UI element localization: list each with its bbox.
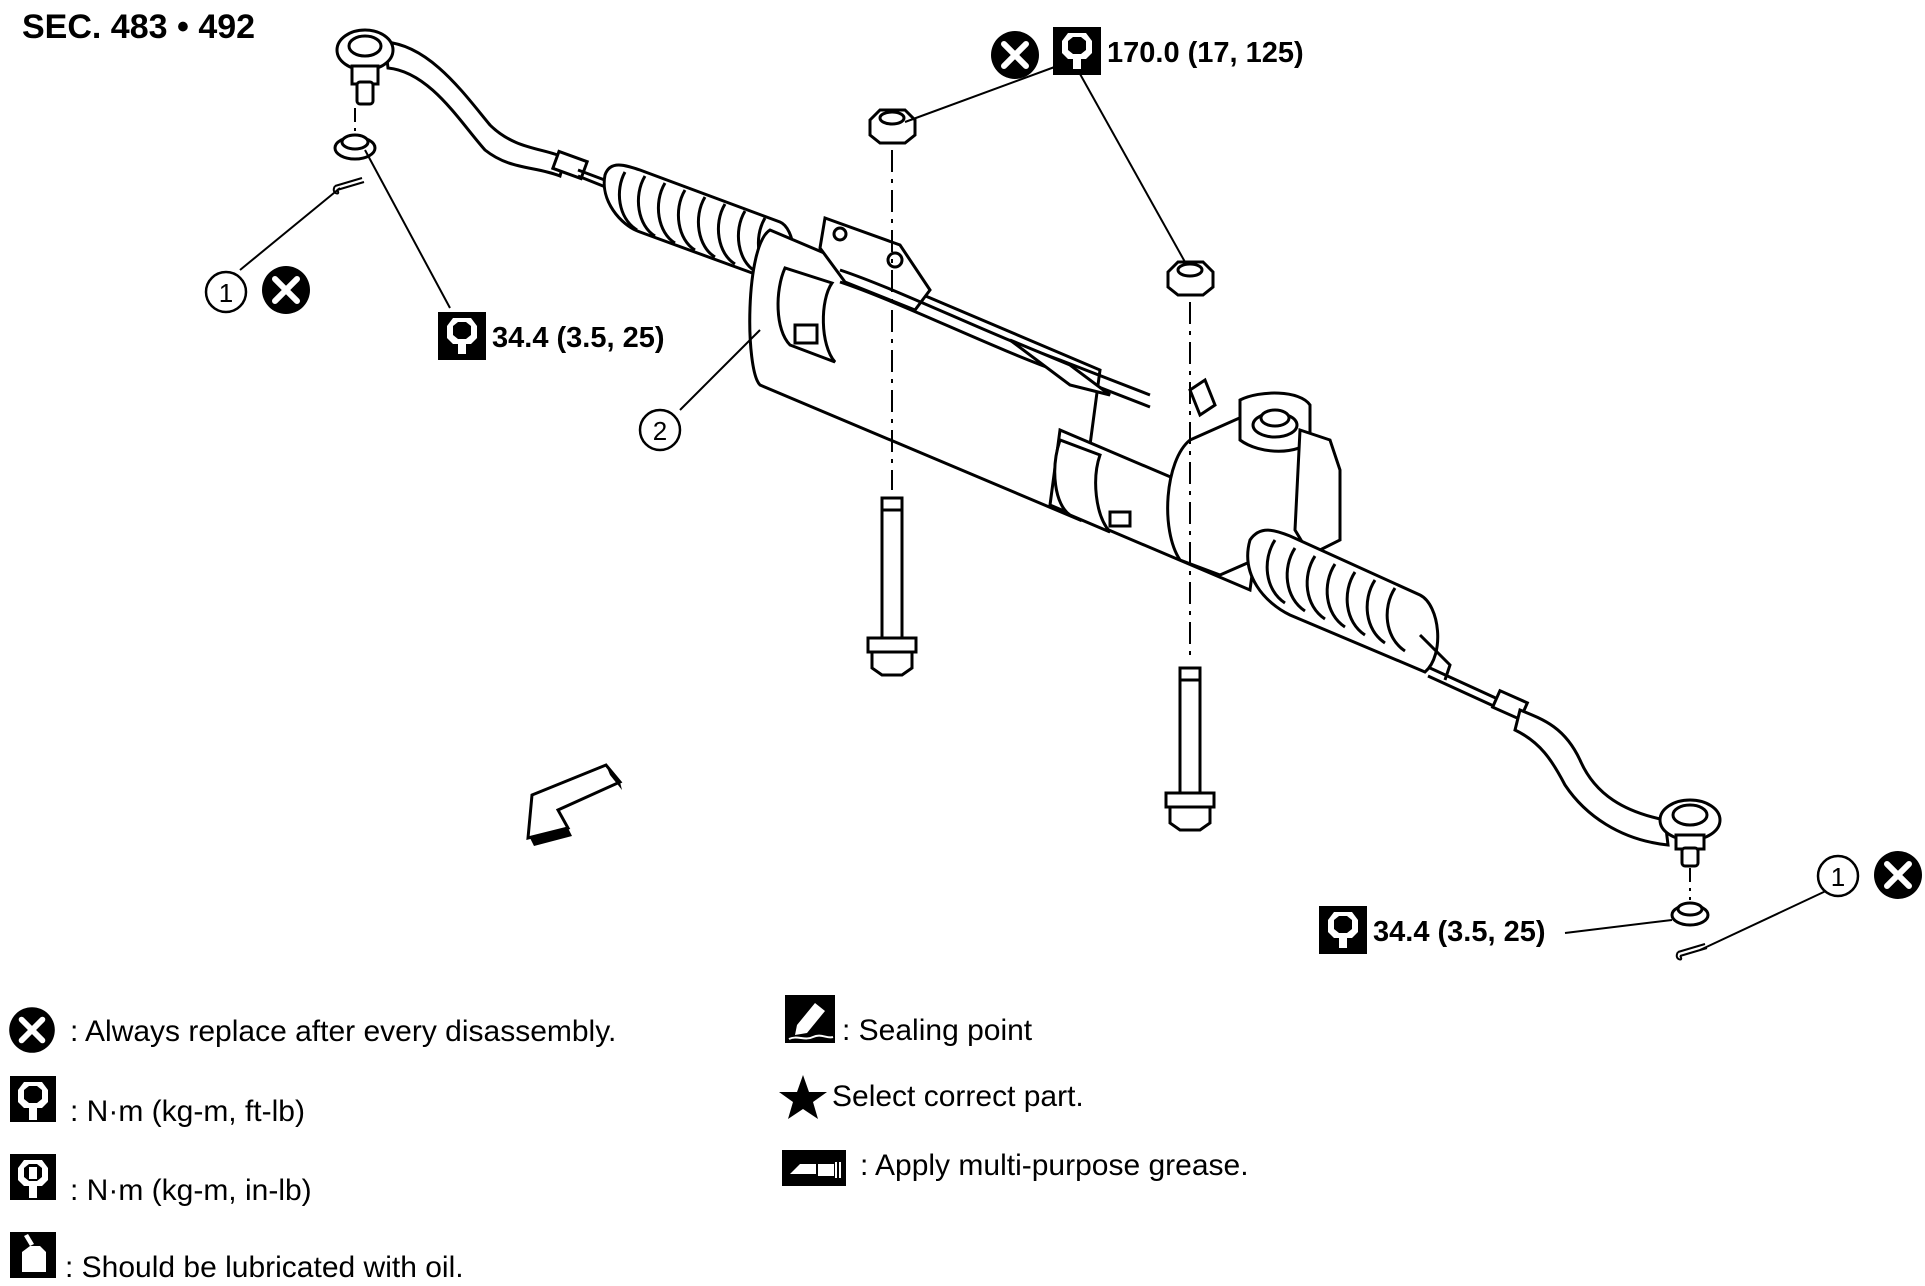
legend-replace-text: : Always replace after every disassembly… — [70, 1015, 616, 1048]
mounting-bolt-left — [866, 496, 918, 677]
torque-icon-right — [1319, 906, 1367, 954]
right-cotter-pin — [1675, 943, 1708, 961]
legend-star-icon — [779, 1075, 827, 1119]
legend-replace-icon — [9, 1007, 55, 1053]
legend: : Always replace after every disassembly… — [9, 995, 1249, 1284]
top-nut-torque-value: 170.0 (17, 125) — [1107, 37, 1304, 69]
part-2-marker — [638, 408, 682, 452]
right-ball-stud-nut — [1670, 901, 1710, 927]
legend-torque-ftlb-text: : N·m (kg-m, ft-lb) — [70, 1095, 305, 1128]
left-boot — [602, 163, 796, 287]
legend-oil-text: : Should be lubricated with oil. — [65, 1251, 464, 1284]
left-cotter-pin — [332, 177, 365, 195]
legend-sealing-text: : Sealing point — [842, 1014, 1033, 1047]
right-nut-torque-value: 34.4 (3.5, 25) — [1373, 916, 1546, 948]
legend-sealing-icon — [785, 995, 835, 1043]
torque-icon-top — [1053, 27, 1101, 75]
right-tie-rod-end — [1427, 666, 1722, 868]
mounting-nut-right — [1166, 260, 1215, 297]
replace-icon-left — [262, 266, 310, 314]
legend-grease-icon — [782, 1150, 846, 1186]
leader-lines — [239, 64, 1829, 951]
legend-torque-inlb-text: : N·m (kg-m, in-lb) — [70, 1174, 312, 1207]
left-ball-stud-nut — [333, 133, 377, 161]
left-nut-torque-value: 34.4 (3.5, 25) — [492, 322, 665, 354]
part-2-number: 2 — [653, 416, 667, 446]
replace-icon-top — [991, 31, 1039, 79]
mounting-nut-left — [868, 108, 917, 145]
part-1-left-marker — [204, 270, 248, 314]
right-boot — [1246, 528, 1452, 681]
legend-grease-text: : Apply multi-purpose grease. — [860, 1149, 1249, 1182]
mounting-bolt-right — [1164, 666, 1216, 832]
legend-oil-icon — [10, 1232, 56, 1278]
part-1-right-marker — [1816, 854, 1860, 898]
gear-housing-tube — [748, 215, 1342, 593]
section-label: SEC. 483 • 492 — [22, 8, 255, 46]
left-tie-rod-end — [335, 28, 611, 190]
replace-icon-right — [1874, 851, 1922, 899]
legend-select-text: Select correct part. — [832, 1080, 1084, 1113]
front-direction-arrow-icon — [526, 763, 623, 846]
torque-icon-left — [438, 312, 486, 360]
part-1-right-number: 1 — [1831, 862, 1845, 892]
part-1-left-number: 1 — [219, 278, 233, 308]
legend-torque-inlb-icon — [10, 1154, 56, 1200]
legend-torque-ftlb-icon — [10, 1076, 56, 1122]
